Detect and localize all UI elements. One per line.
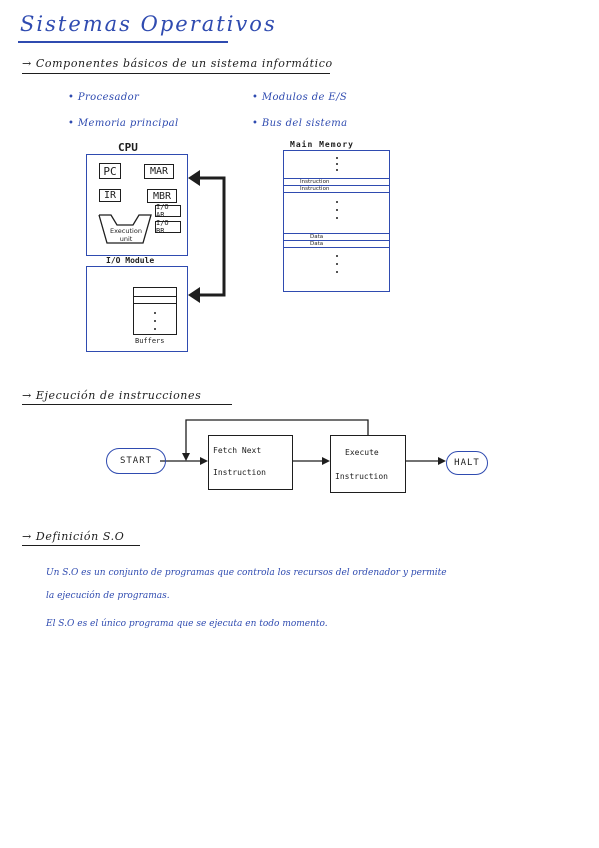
execution-unit-label: Execution unit <box>110 227 142 243</box>
io-module-box: Buffers <box>86 266 188 352</box>
system-bus-arrows <box>188 170 226 303</box>
section-heading-underline <box>22 73 330 74</box>
execute-instruction-box: Execute Instruction <box>330 435 406 493</box>
halt-node: HALT <box>446 451 488 475</box>
start-node: START <box>106 448 166 474</box>
definition-line-2: la ejecución de programas. <box>46 591 170 601</box>
execute-label-line1: Execute <box>345 448 379 457</box>
page-title: Sistemas Operativos <box>20 12 277 36</box>
buffers-label: Buffers <box>135 337 165 345</box>
bullet-main-memory: • Memoria principal <box>68 118 179 129</box>
register-pc: PC <box>99 163 121 179</box>
cpu-label: CPU <box>118 141 138 154</box>
register-mar: MAR <box>144 164 174 179</box>
execute-label-line2: Instruction <box>335 472 388 481</box>
memory-row-instruction-1: Instruction <box>300 179 330 185</box>
bullet-processor: • Procesador <box>68 92 140 103</box>
register-io-br: I/O BR <box>155 219 181 235</box>
section-heading-components: → Componentes básicos de un sistema info… <box>22 57 333 70</box>
bullet-io-modules: • Modulos de E/S <box>252 92 348 103</box>
main-memory-box: Instruction Instruction Data Data <box>283 150 390 292</box>
section-heading-underline <box>22 404 232 405</box>
buffers-stack <box>133 287 177 335</box>
title-underline <box>18 41 228 43</box>
register-io-ar: I/O AR <box>155 203 181 219</box>
io-module-label: I/O Module <box>106 256 155 265</box>
cpu-box: PC MAR IR MBR I/O AR I/O BR Execution un… <box>86 154 188 256</box>
register-ir: IR <box>99 189 121 202</box>
section-heading-definition: → Definición S.O <box>22 530 125 543</box>
memory-row-instruction-2: Instruction <box>300 186 330 192</box>
definition-line-1: Un S.O es un conjunto de programas que c… <box>46 568 447 578</box>
section-heading-execution: → Ejecución de instrucciones <box>22 389 202 402</box>
memory-row-data-1: Data <box>310 234 324 240</box>
execution-cycle-arrows <box>160 419 446 465</box>
definition-line-3: El S.O es el único programa que se ejecu… <box>46 619 328 629</box>
execution-unit-shape <box>98 214 152 244</box>
register-mbr: MBR <box>147 189 177 203</box>
fetch-label-line1: Fetch Next <box>213 446 262 455</box>
section-heading-underline <box>22 545 140 546</box>
memory-row-data-2: Data <box>310 241 324 247</box>
bullet-system-bus: • Bus del sistema <box>252 118 348 129</box>
fetch-next-instruction-box: Fetch Next Instruction <box>208 435 293 490</box>
main-memory-label: Main Memory <box>290 140 354 149</box>
fetch-label-line2: Instruction <box>213 468 266 477</box>
